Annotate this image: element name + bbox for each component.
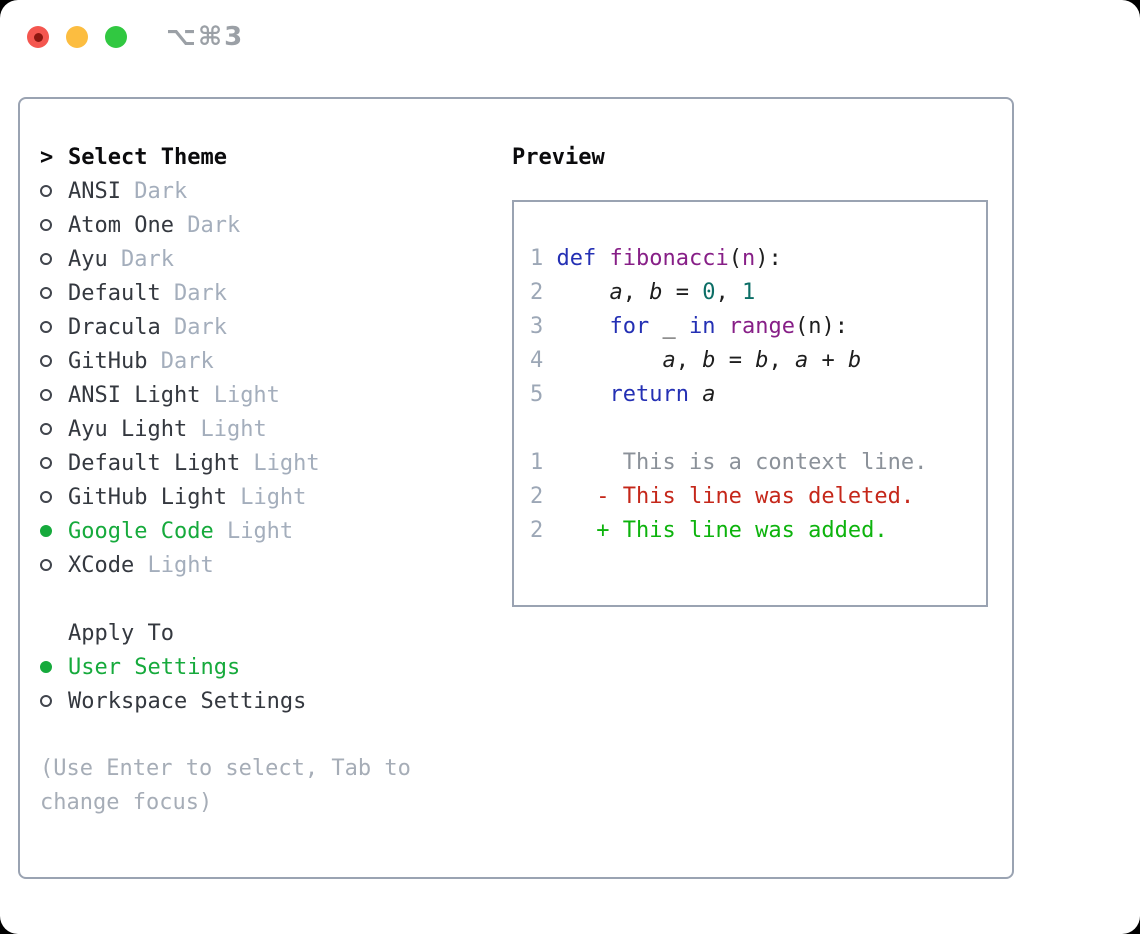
- radio-icon: [40, 321, 52, 333]
- theme-variant-badge: Dark: [147, 348, 214, 374]
- theme-list-header-row: > Select Theme: [40, 140, 411, 174]
- theme-list: ANSI Dark Atom One Dark Ayu Dark Default…: [40, 174, 411, 582]
- theme-list-item[interactable]: XCode Light: [40, 548, 411, 582]
- preview-header-row: Preview: [512, 140, 988, 174]
- hint-line-1: (Use Enter to select, Tab to: [40, 756, 411, 781]
- preview-diff-line: 1 This is a context line.: [530, 450, 928, 475]
- theme-list-header: Select Theme: [68, 144, 227, 170]
- theme-variant-badge: Light: [187, 416, 267, 442]
- line-number: 2: [530, 484, 597, 509]
- window-titlebar: ⌥⌘3: [27, 22, 244, 52]
- apply-to-header: Apply To: [68, 620, 174, 646]
- hint-line-2: change focus): [40, 790, 213, 815]
- selection-arrow-icon: >: [40, 144, 54, 170]
- preview-code-line: 1 def fibonacci(n):: [530, 246, 782, 271]
- preview-diff-line: 2 + This line was added.: [530, 518, 888, 543]
- theme-name: Default: [68, 280, 161, 306]
- close-button-icon[interactable]: [27, 26, 49, 48]
- theme-list-item[interactable]: Ayu Dark: [40, 242, 411, 276]
- theme-list-item[interactable]: Default Light Light: [40, 446, 411, 480]
- theme-list-item[interactable]: Ayu Light Light: [40, 412, 411, 446]
- theme-name: XCode: [68, 552, 135, 578]
- theme-name: Ayu: [68, 246, 108, 272]
- theme-variant-badge: Light: [134, 552, 214, 578]
- preview-column: Preview 1 def fibonacci(n): 2 a, b = 0, 1…: [512, 140, 988, 607]
- preview-code-line: 5 return a: [530, 382, 716, 407]
- window-title: ⌥⌘3: [166, 22, 245, 52]
- line-number: 1: [530, 450, 597, 475]
- preview-code-line: 4 a, b = b, a + b: [530, 348, 862, 373]
- radio-icon: [40, 423, 52, 435]
- theme-variant-badge: Dark: [107, 246, 174, 272]
- theme-variant-badge: Light: [226, 484, 307, 510]
- theme-name: Google Code: [68, 518, 214, 544]
- theme-picker-panel: > Select Theme ANSI Dark Atom One Dark A…: [18, 97, 1014, 879]
- line-number: 4: [530, 348, 557, 373]
- preview-code-line: 3 for _ in range(n):: [530, 314, 848, 339]
- theme-name: Default Light: [68, 450, 241, 476]
- radio-icon: [40, 355, 52, 367]
- theme-list-item[interactable]: Google Code Light: [40, 514, 411, 548]
- radio-icon: [40, 389, 52, 401]
- theme-list-column: > Select Theme ANSI Dark Atom One Dark A…: [40, 140, 411, 820]
- theme-name: Ayu Light: [68, 416, 188, 442]
- theme-list-item[interactable]: ANSI Dark: [40, 174, 411, 208]
- radio-icon: [40, 695, 52, 707]
- line-number: 2: [530, 280, 557, 305]
- theme-list-item[interactable]: Atom One Dark: [40, 208, 411, 242]
- theme-list-item[interactable]: Dracula Dark: [40, 310, 411, 344]
- theme-name: ANSI Light: [68, 382, 201, 408]
- spacer: [40, 718, 411, 752]
- apply-to-option-label: Workspace Settings: [68, 688, 307, 714]
- theme-name: Dracula: [68, 314, 161, 340]
- radio-icon: [40, 525, 52, 537]
- line-number: 3: [530, 314, 557, 339]
- theme-variant-badge: Light: [213, 518, 294, 544]
- preview-code-line: 2 a, b = 0, 1: [530, 280, 756, 305]
- theme-variant-badge: Light: [240, 450, 320, 476]
- apply-to-option[interactable]: User Settings: [40, 650, 411, 684]
- theme-name: GitHub Light: [68, 484, 227, 510]
- radio-icon: [40, 457, 52, 469]
- preview-header: Preview: [512, 144, 605, 170]
- radio-icon: [40, 661, 52, 673]
- radio-icon: [40, 491, 52, 503]
- line-number: 1: [530, 246, 557, 271]
- line-number: 5: [530, 382, 557, 407]
- minimize-button-icon[interactable]: [66, 26, 88, 48]
- theme-name: Atom One: [68, 212, 174, 238]
- apply-to-list: User Settings Workspace Settings: [40, 650, 411, 718]
- preview-diff-line: 2 - This line was deleted.: [530, 484, 915, 509]
- theme-variant-badge: Dark: [120, 178, 188, 204]
- radio-icon: [40, 253, 52, 265]
- radio-icon: [40, 559, 52, 571]
- theme-variant-badge: Dark: [160, 280, 227, 306]
- spacer: [40, 582, 411, 616]
- preview-pane: 1 def fibonacci(n): 2 a, b = 0, 1 3 for _ …: [512, 200, 988, 607]
- theme-list-item[interactable]: ANSI Light Light: [40, 378, 411, 412]
- theme-name: GitHub: [68, 348, 148, 374]
- radio-icon: [40, 219, 52, 231]
- preview-blank-line: [530, 412, 986, 446]
- theme-list-item[interactable]: Default Dark: [40, 276, 411, 310]
- theme-variant-badge: Dark: [160, 314, 227, 340]
- theme-name: ANSI: [68, 178, 121, 204]
- radio-icon: [40, 287, 52, 299]
- apply-to-option-label: User Settings: [68, 654, 241, 680]
- theme-variant-badge: Light: [200, 382, 280, 408]
- line-number: 2: [530, 518, 597, 543]
- theme-list-item[interactable]: GitHub Light Light: [40, 480, 411, 514]
- zoom-button-icon[interactable]: [105, 26, 127, 48]
- theme-list-item[interactable]: GitHub Dark: [40, 344, 411, 378]
- apply-to-header-row: Apply To: [40, 616, 411, 650]
- apply-to-option[interactable]: Workspace Settings: [40, 684, 411, 718]
- theme-variant-badge: Dark: [173, 212, 241, 238]
- radio-icon: [40, 185, 52, 197]
